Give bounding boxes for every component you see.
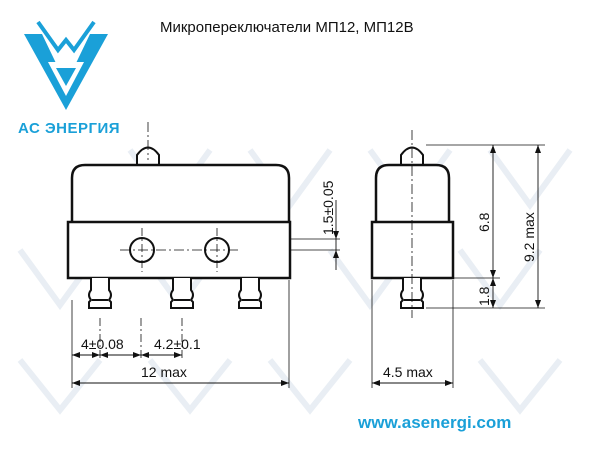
website-link[interactable]: www.asenergi.com [357,413,511,432]
pin-left [88,278,112,309]
side-cover [374,163,451,222]
dim-label-side-width: 4.5 max [383,364,433,380]
dim-label-hole-height: 1.5±0.05 [320,180,336,235]
cover [70,163,291,222]
pin-center [170,278,194,309]
dim-label-pin-height: 1.8 [476,286,492,306]
dim-label-total-length: 12 max [141,364,187,380]
pin-right [238,278,262,309]
logo-triangle-icon [24,20,108,110]
side-view [370,130,545,388]
side-base [370,220,455,280]
dim-label-pitch-left: 4±0.08 [81,336,124,352]
front-arrows [72,231,339,386]
dim-label-pitch-right: 4.2±0.1 [154,336,201,352]
dim-label-body-height: 6.8 [476,212,492,232]
front-view [66,122,340,388]
side-arrows [372,145,541,386]
page-title: Микропереключатели МП12, МП12В [160,19,414,36]
dim-label-total-height: 9.2 max [521,212,537,262]
logo-text: АС ЭНЕРГИЯ [18,120,120,137]
plunger [136,146,160,165]
company-logo: АС ЭНЕРГИЯ [18,20,120,137]
